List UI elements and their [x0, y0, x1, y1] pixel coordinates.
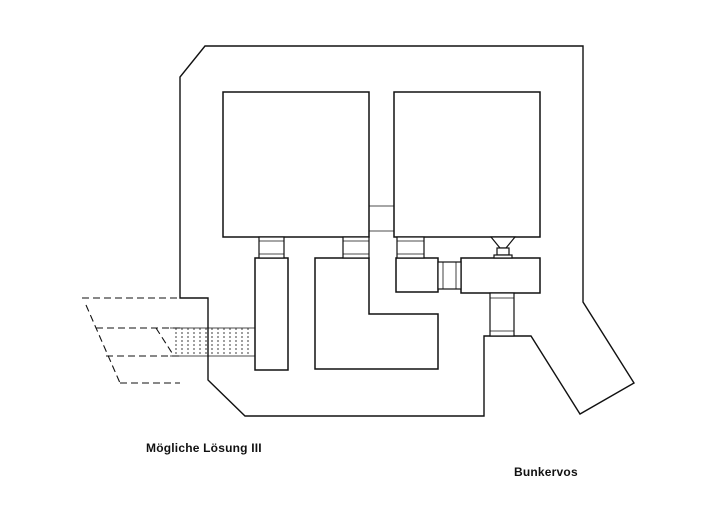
periscope-symbol — [489, 236, 517, 259]
room-upper-left — [222, 91, 370, 238]
solution-caption: Mögliche Lösung III — [146, 441, 262, 455]
doorway-3 — [396, 236, 425, 259]
corridor-left — [254, 257, 289, 371]
doorway-4 — [437, 261, 462, 290]
upper-connector — [369, 205, 394, 232]
author-caption: Bunkervos — [514, 465, 578, 479]
room-upper-right — [393, 91, 541, 238]
room-small — [395, 257, 439, 293]
room-east — [460, 257, 541, 294]
outer-wall — [179, 45, 635, 417]
entrance-trench — [82, 297, 180, 384]
doorway-1 — [258, 236, 285, 259]
doorway-5 — [489, 292, 515, 337]
doorway-2 — [342, 236, 370, 259]
hatched-passage — [170, 327, 255, 357]
